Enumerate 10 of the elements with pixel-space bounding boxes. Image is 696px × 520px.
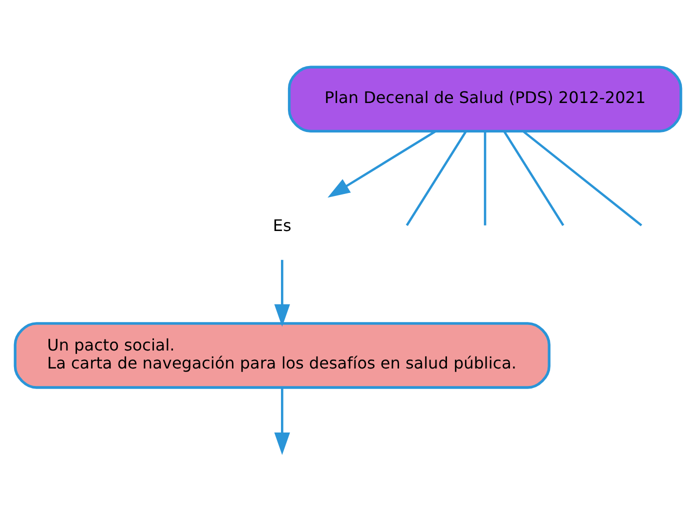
node-box: Plan Decenal de Salud (PDS) 2012-2021 xyxy=(288,66,682,133)
connector xyxy=(406,131,467,226)
connector xyxy=(523,130,642,226)
arrow xyxy=(274,388,290,455)
node-box: Un pacto social. La carta de navegación para los desafíos en salud pública. xyxy=(14,322,550,389)
connector xyxy=(484,132,486,226)
arrow xyxy=(328,130,436,198)
connector xyxy=(503,131,564,226)
node-text: Es xyxy=(272,216,292,236)
arrow xyxy=(274,260,290,327)
